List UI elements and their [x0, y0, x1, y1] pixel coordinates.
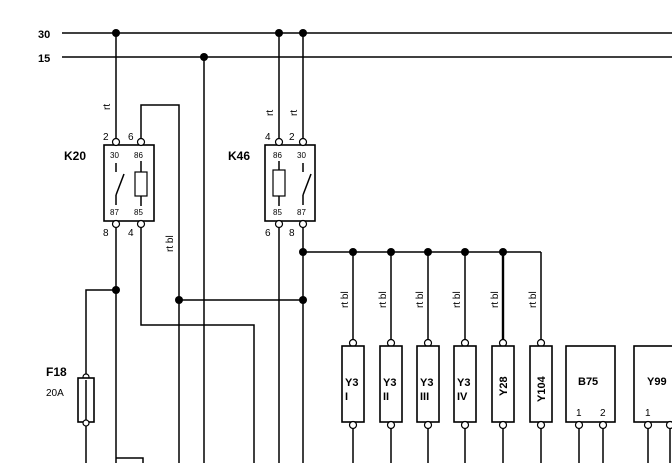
pin-number: 4 [128, 228, 134, 239]
pin-number: 2 [103, 132, 109, 143]
terminal-label: 30 [297, 151, 306, 160]
y99-label: Y99 [647, 376, 667, 388]
wire-color-label: rt [102, 104, 113, 110]
relay-pin [136, 219, 146, 229]
wire-color-label: rt bl [415, 291, 426, 308]
relay-pin [298, 137, 308, 147]
junction-dot [299, 248, 307, 256]
pin-number: 6 [128, 132, 134, 143]
b75-label: B75 [578, 376, 598, 388]
wire-color-label: rt bl [452, 291, 463, 308]
fuse-label: F18 [46, 365, 67, 379]
injector-pin [386, 420, 396, 430]
injector-sublabel: II [383, 391, 389, 403]
wire-color-label: rt [289, 110, 300, 116]
relay-pin [136, 137, 146, 147]
pin-number: 1 [576, 408, 582, 419]
wire [140, 104, 180, 463]
pin-number: 4 [265, 132, 271, 143]
injector-label: Y3 [457, 377, 470, 389]
injector-sublabel: III [420, 391, 429, 403]
relay-pin [274, 219, 284, 229]
fuse-pin [82, 419, 90, 427]
injector-label: Y3 [383, 377, 396, 389]
wire-color-label: rt [265, 110, 276, 116]
terminal-label: 86 [273, 151, 282, 160]
junction-dot [175, 296, 183, 304]
terminal-label: 86 [134, 151, 143, 160]
relay-switch-blade [115, 173, 125, 196]
wire [85, 289, 116, 375]
injector-pin [460, 420, 470, 430]
pin-number: 8 [289, 228, 295, 239]
relay-switch-blade [302, 173, 312, 196]
relay-pin [111, 219, 121, 229]
relay-k46-label: K46 [228, 149, 250, 163]
fuse-rating: 20A [46, 388, 64, 399]
injector-sublabel: I [345, 391, 348, 403]
injector-sublabel: IV [457, 391, 468, 403]
relay-coil [134, 171, 148, 197]
terminal-label: 85 [134, 208, 143, 217]
terminal-label: 87 [110, 208, 119, 217]
y99-pin [665, 420, 672, 430]
pin-number: 1 [645, 408, 651, 419]
injector-label: Y3 [345, 377, 358, 389]
b75-pin [598, 420, 608, 430]
injector-pin [536, 420, 546, 430]
relay-k20-label: K20 [64, 149, 86, 163]
injector-pin [348, 420, 358, 430]
wire [140, 227, 255, 463]
injector-label: Y104 [536, 375, 548, 402]
wire-color-label: rt bl [490, 291, 501, 308]
y99-box [633, 345, 672, 423]
b75-pin [574, 420, 584, 430]
wire-color-label: rt bl [340, 291, 351, 308]
pin-number: 6 [265, 228, 271, 239]
wire [116, 457, 144, 463]
rail-15-label: 15 [38, 53, 50, 65]
terminal-label: 87 [297, 208, 306, 217]
relay-pin [274, 137, 284, 147]
relay-pin [298, 219, 308, 229]
injector-pin [423, 420, 433, 430]
relay-pin [111, 137, 121, 147]
y99-pin [643, 420, 653, 430]
wire-color-label: rt bl [165, 235, 176, 252]
pin-number: 2 [600, 408, 606, 419]
injector-label: Y28 [498, 376, 510, 396]
pin-number: 2 [289, 132, 295, 143]
pin-number: 8 [103, 228, 109, 239]
terminal-label: 30 [110, 151, 119, 160]
junction-dot [299, 296, 307, 304]
b75-box [565, 345, 616, 423]
injector-label: Y3 [420, 377, 433, 389]
wire-color-label: rt bl [378, 291, 389, 308]
injector-pin [498, 420, 508, 430]
relay-coil [272, 169, 286, 197]
terminal-label: 85 [273, 208, 282, 217]
rail-30-label: 30 [38, 29, 50, 41]
wire-color-label: rt bl [528, 291, 539, 308]
